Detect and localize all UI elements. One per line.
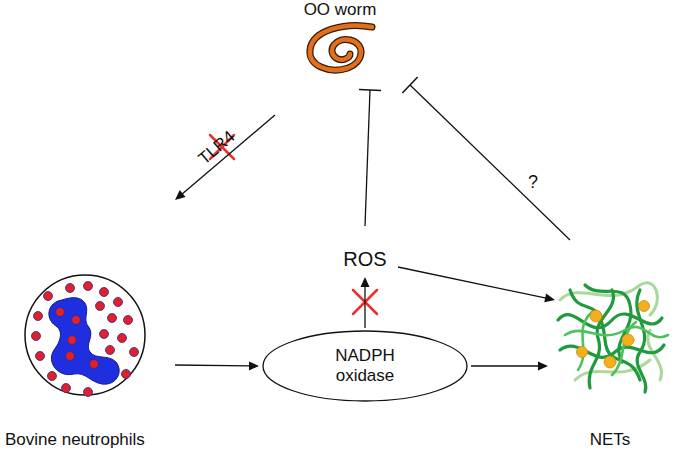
connector-line: [175, 364, 250, 366]
connector-line: [471, 365, 539, 366]
connector: [402, 77, 570, 240]
arrow-head: [544, 294, 555, 303]
edge-label: TLR4: [194, 127, 239, 169]
organism-label: OO worm: [280, 0, 400, 75]
arrow-head: [175, 190, 186, 200]
neutrophil-illustration: [25, 275, 145, 397]
arrow-head: [249, 361, 259, 370]
node-text: OO worm: [304, 0, 377, 20]
arrow-head: [538, 362, 548, 371]
connector: [175, 115, 275, 200]
connector-line: [398, 267, 546, 298]
node-text: NADPH oxidase: [310, 346, 420, 386]
inhibit-bar: [402, 77, 417, 93]
nets-illustration: [558, 283, 668, 392]
nets-node: NETs: [545, 275, 675, 450]
enzyme-ellipse: NADPH oxidase: [262, 330, 468, 402]
connector-line: [364, 286, 365, 328]
node-text: ROS: [343, 247, 386, 271]
ellipse-shape: [263, 331, 467, 401]
molecule-node: ROS: [335, 244, 395, 274]
cell-node: Bovine neutrophils: [5, 270, 175, 450]
connector: [361, 277, 370, 328]
edge-label: ?: [528, 172, 538, 192]
block-cross: [210, 135, 377, 314]
connector-line: [410, 85, 570, 240]
connector: [175, 361, 259, 370]
connector-line: [182, 115, 275, 194]
connector: [359, 90, 381, 226]
connector: [398, 267, 555, 302]
connector-line: [365, 90, 370, 226]
node-text: NETs: [590, 430, 631, 450]
inhibit-bar: [359, 89, 381, 91]
arrow-head: [361, 277, 370, 287]
node-text: Bovine neutrophils: [5, 430, 145, 450]
worm-illustration: [310, 26, 372, 70]
connector: [471, 362, 548, 371]
